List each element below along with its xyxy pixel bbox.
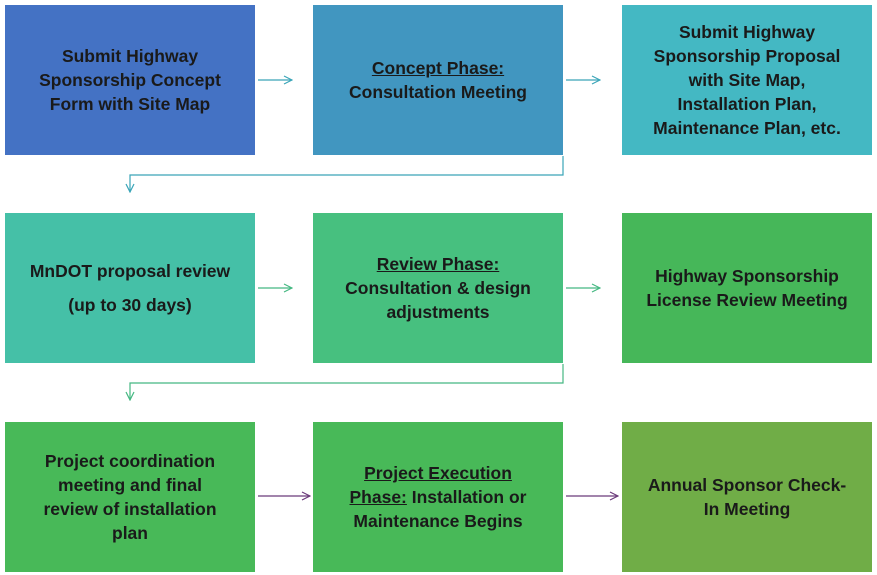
step-text-line: meeting and final [58,475,202,495]
step-submit-concept-form: Submit Highway Sponsorship Concept Form … [5,5,255,155]
step-submit-proposal: Submit Highway Sponsorship Proposal with… [622,5,872,155]
phase-title: Project Execution [364,463,512,483]
step-text-line: with Site Map, [688,70,806,90]
step-text-line: Sponsorship Concept [39,70,221,90]
step-text-line: MnDOT proposal review [29,261,231,281]
step-review-phase: Review Phase: Consultation & design adju… [313,213,563,363]
arrow-b2-b4 [130,156,564,192]
step-text-line: (up to 30 days) [68,295,192,315]
step-text-line: Submit Highway [61,46,199,66]
step-text-line: Maintenance Begins [353,511,523,531]
step-text-line: adjustments [386,302,490,322]
step-text-line: Annual Sponsor Check- [647,475,847,495]
arrow-b5-b7 [130,364,564,400]
phase-title-cont: Phase: [349,487,407,507]
phase-title: Concept Phase: [371,58,505,78]
step-project-execution: Project Execution Phase: Installation or… [313,422,563,572]
step-text-line: Highway Sponsorship [655,266,839,286]
step-text-line: Project coordination [44,451,216,471]
step-concept-phase: Concept Phase: Consultation Meeting [313,5,563,155]
step-text-line: review of installation [43,499,217,519]
step-project-coordination: Project coordination meeting and final r… [5,422,255,572]
step-text-line: Consultation & design [345,278,531,298]
step-mndot-review: MnDOT proposal review (up to 30 days) [5,213,255,363]
step-text-line: Sponsorship Proposal [653,46,841,66]
step-text-line: Maintenance Plan, etc. [653,118,841,138]
phase-title: Review Phase: [376,254,500,274]
step-license-review: Highway Sponsorship License Review Meeti… [622,213,872,363]
step-text-line: Form with Site Map [49,94,211,114]
step-text-line: License Review Meeting [646,290,848,310]
step-text-line: Submit Highway [678,22,816,42]
step-text-line: plan [112,523,148,543]
step-text-line: Consultation Meeting [349,82,527,102]
step-text-line: Installation or [406,487,527,507]
step-text-line: In Meeting [703,499,791,519]
step-text-line: Installation Plan, [677,94,817,114]
step-annual-checkin: Annual Sponsor Check- In Meeting [622,422,872,572]
